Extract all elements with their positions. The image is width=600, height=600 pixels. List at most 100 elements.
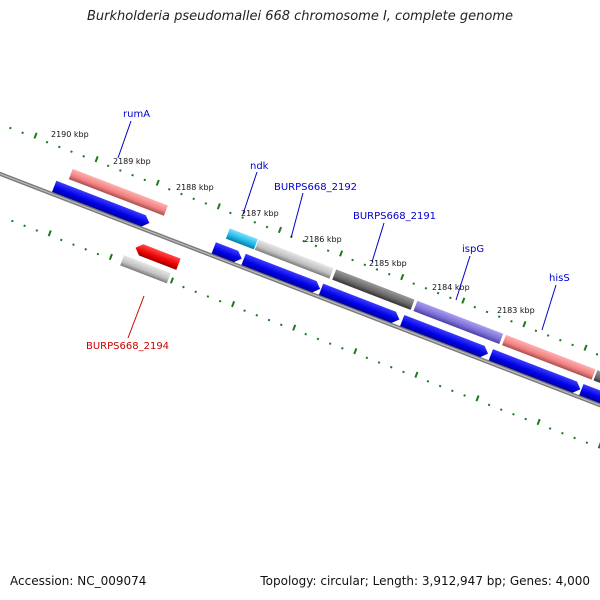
outer-scale-major-tick [339, 250, 344, 257]
feature-2192-gray-shape[interactable] [254, 239, 334, 279]
outer-scale-major-tick [277, 226, 282, 234]
outer-scale-minor-tick [449, 296, 452, 300]
outer-scale-minor-tick [559, 338, 562, 342]
inner-scale-major-tick [169, 277, 174, 284]
inner-scale-minor-tick [389, 365, 393, 369]
feature-2194-gray[interactable] [120, 255, 171, 284]
inner-scale-minor-tick [585, 441, 589, 444]
inner-scale-minor-tick [426, 380, 430, 383]
outer-scale-minor-tick [21, 131, 24, 135]
cds-ndk-blue-shape[interactable] [211, 242, 244, 264]
inner-scale-minor-tick [512, 413, 515, 416]
feature-rumA-pink[interactable] [68, 168, 168, 216]
feature-hisS-pink[interactable] [502, 334, 596, 380]
genome-backbone [0, 171, 600, 408]
cds-2194-red-shape[interactable] [133, 242, 181, 270]
inner-scale-minor-tick [377, 361, 381, 364]
tick-label-2188: 2188 kbp [176, 183, 214, 192]
inner-scale-minor-tick [487, 403, 491, 407]
gene-label-ndk[interactable]: ndk [250, 161, 269, 172]
cds-ispG-blue[interactable] [400, 314, 490, 359]
outer-scale-major-tick [33, 132, 38, 139]
cds-2192-blue[interactable] [241, 253, 322, 295]
cds-ispG-blue-shape[interactable] [400, 314, 490, 359]
outer-scale-minor-tick [143, 178, 147, 182]
outer-scale-minor-tick [45, 140, 49, 144]
outer-scale-minor-tick [70, 150, 73, 153]
outer-scale-minor-tick [534, 329, 538, 333]
inner-scale-major-tick [536, 418, 541, 426]
inner-scale-minor-tick [365, 356, 369, 360]
outer-scale-minor-tick [167, 188, 171, 191]
inner-scale-minor-tick [304, 332, 307, 336]
feature-ispG-purple-shape[interactable] [413, 300, 504, 345]
feature-2194-gray-shape[interactable] [120, 255, 171, 284]
inner-scale-minor-tick [59, 238, 63, 242]
cds-right-blue[interactable] [579, 384, 600, 410]
cds-hisS-blue-shape[interactable] [488, 349, 583, 395]
inner-scale-ticks [11, 219, 600, 449]
inner-scale-minor-tick [341, 347, 344, 350]
outer-scale-minor-tick [9, 126, 12, 130]
cds-2194-red[interactable] [133, 242, 181, 270]
inner-scale-minor-tick [573, 436, 576, 440]
gene-label-BURPS668_2191[interactable]: BURPS668_2191 [353, 211, 436, 222]
cds-right-blue-shape[interactable] [579, 384, 600, 410]
inner-scale-minor-tick [279, 323, 283, 327]
tick-label-2184: 2184 kbp [432, 283, 470, 292]
feature-ndk-cyan[interactable] [225, 228, 258, 250]
cds-ndk-blue[interactable] [211, 242, 244, 264]
outer-scale-minor-tick [192, 197, 195, 201]
inner-scale-major-tick [414, 371, 419, 378]
tick-label-2185: 2185 kbp [369, 259, 407, 268]
inner-scale-minor-tick [548, 427, 552, 430]
cds-hisS-blue[interactable] [488, 349, 583, 395]
outer-scale-minor-tick [119, 169, 122, 172]
gene-features [52, 168, 600, 410]
map-title: Burkholderia pseudomallei 668 chromosome… [86, 9, 514, 24]
outer-scale-major-tick [216, 203, 221, 210]
feature-hisS-pink-shape[interactable] [502, 334, 596, 380]
outer-scale-minor-tick [571, 343, 574, 347]
cds-2192-blue-shape[interactable] [241, 253, 322, 295]
outer-scale-minor-tick [326, 249, 330, 252]
outer-scale-minor-tick [82, 155, 85, 158]
outer-scale-minor-tick [229, 211, 232, 215]
outer-scale-minor-tick [265, 225, 269, 229]
outer-scale-major-tick [522, 321, 527, 328]
feature-ndk-cyan-shape[interactable] [225, 228, 258, 250]
feature-ispG-purple[interactable] [413, 300, 504, 345]
feature-2191-darkgray-shape[interactable] [332, 269, 415, 310]
tick-label-2187: 2187 kbp [241, 209, 279, 218]
feature-right-darkgray-shape[interactable] [593, 370, 600, 392]
cds-rumA-blue-shape[interactable] [52, 180, 151, 229]
cds-2191-blue-shape[interactable] [318, 283, 402, 325]
feature-right-darkgray[interactable] [593, 370, 600, 392]
inner-scale-minor-tick [35, 229, 39, 232]
feature-2191-darkgray[interactable] [332, 269, 415, 310]
inner-scale-minor-tick [267, 318, 271, 322]
outer-scale-minor-tick [180, 192, 183, 196]
feature-2192-gray[interactable] [254, 239, 334, 279]
outer-scale-minor-tick [204, 202, 208, 205]
feature-rumA-pink-shape[interactable] [68, 168, 168, 216]
tick-label-2186: 2186 kbp [304, 235, 342, 244]
inner-scale-major-tick [292, 324, 297, 331]
cds-rumA-blue[interactable] [52, 180, 151, 229]
gene-label-BURPS668_2194[interactable]: BURPS668_2194 [86, 341, 169, 352]
scale-tick-labels: 2190 kbp 2189 kbp 2188 kbp 2187 kbp 2186… [51, 130, 535, 315]
inner-scale-minor-tick [206, 295, 210, 298]
gene-label-BURPS668_2192[interactable]: BURPS668_2192 [274, 182, 357, 193]
outer-scale-minor-tick [387, 272, 391, 276]
outer-scale-minor-tick [497, 315, 501, 318]
outer-scale-major-tick [400, 273, 405, 281]
gene-label-rumA[interactable]: rumA [123, 109, 150, 120]
gene-label-ispG[interactable]: ispG [462, 244, 484, 255]
cds-2191-blue[interactable] [318, 283, 402, 325]
outer-scale-minor-tick [314, 244, 318, 248]
gene-label-hisS[interactable]: hisS [549, 273, 570, 284]
inner-scale-minor-tick [328, 342, 332, 345]
inner-scale-minor-tick [72, 243, 75, 246]
accession-text: Accession: NC_009074 [10, 574, 147, 588]
